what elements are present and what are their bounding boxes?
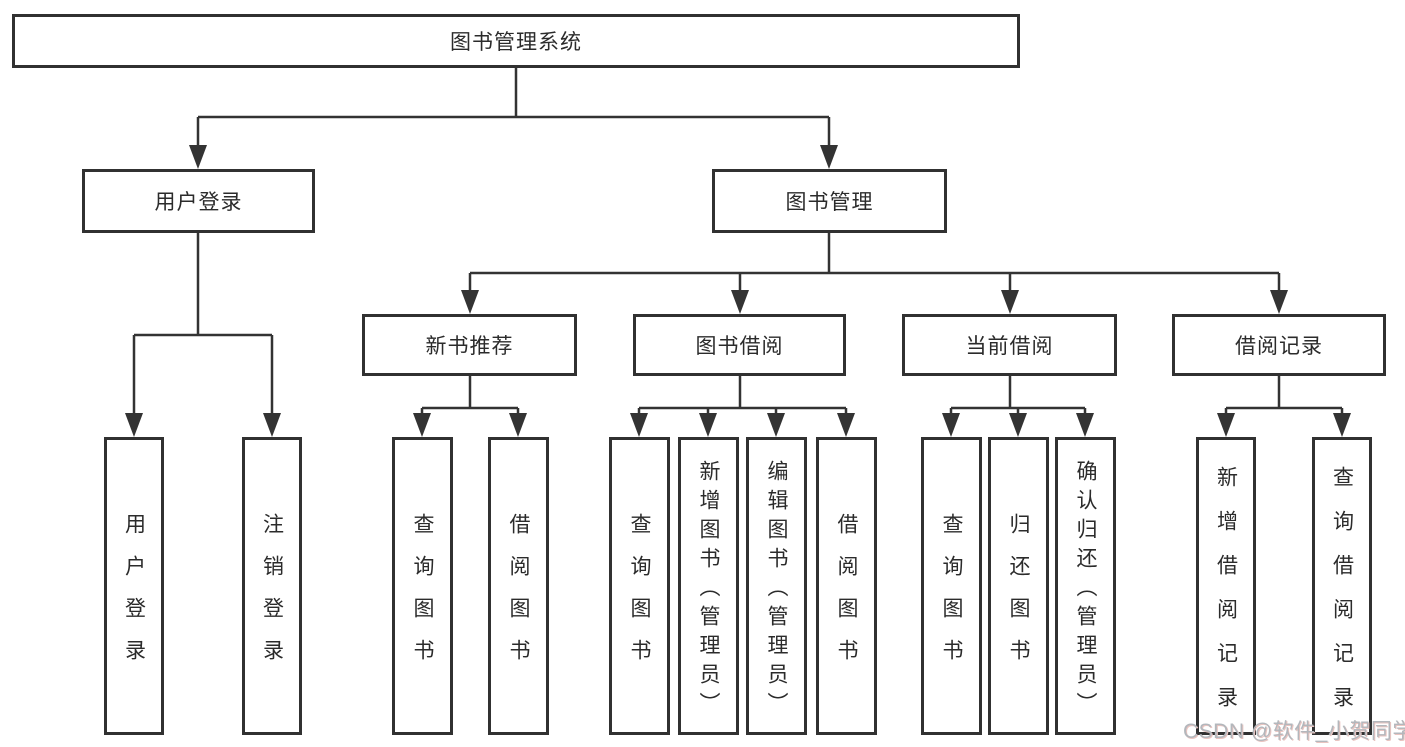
node-label: 查询图书 <box>411 512 434 681</box>
node-label: 查询借阅记录 <box>1330 465 1354 730</box>
node-label: 借阅图书 <box>835 512 858 681</box>
leaf-record-add-record: 新增借阅记录 <box>1196 437 1256 735</box>
node-label: 新增借阅记录 <box>1214 465 1238 730</box>
node-label: 注销登录 <box>260 512 284 681</box>
node-label: 编辑图书（管理员） <box>765 459 788 721</box>
node-label: 借阅记录 <box>1235 335 1323 358</box>
leaf-borrow-add-book-admin: 新增图书（管理员） <box>678 437 739 735</box>
node-label: 图书管理系统 <box>450 31 582 54</box>
node-label: 查询图书 <box>940 512 963 681</box>
arrowheads <box>125 145 1351 437</box>
node-label: 查询图书 <box>628 512 651 681</box>
leaf-current-return-book: 归还图书 <box>988 437 1049 735</box>
node-borrow-records: 借阅记录 <box>1172 314 1386 376</box>
node-label: 图书管理 <box>785 191 874 214</box>
leaf-newbook-query-book: 查询图书 <box>392 437 453 735</box>
node-current-borrow: 当前借阅 <box>902 314 1117 376</box>
node-label: 新书推荐 <box>425 335 514 358</box>
node-label: 用户登录 <box>122 512 146 681</box>
node-system-root: 图书管理系统 <box>12 14 1020 68</box>
node-label: 图书借阅 <box>695 335 784 358</box>
node-new-book-recommend: 新书推荐 <box>362 314 577 376</box>
leaf-borrow-borrow-book: 借阅图书 <box>816 437 877 735</box>
leaf-logout: 注销登录 <box>242 437 302 735</box>
leaf-current-confirm-return-admin: 确认归还（管理员） <box>1055 437 1116 735</box>
node-label: 借阅图书 <box>507 512 530 681</box>
node-book-management: 图书管理 <box>712 169 947 233</box>
node-book-borrow: 图书借阅 <box>633 314 846 376</box>
leaf-borrow-query-book: 查询图书 <box>609 437 670 735</box>
leaf-user-login: 用户登录 <box>104 437 164 735</box>
leaf-record-query-record: 查询借阅记录 <box>1312 437 1372 735</box>
leaf-current-query-book: 查询图书 <box>921 437 982 735</box>
csdn-watermark: CSDN @软件_小贺同学 <box>1183 720 1405 743</box>
node-label: 确认归还（管理员） <box>1074 459 1097 721</box>
node-label: 归还图书 <box>1007 512 1030 681</box>
node-label: 用户登录 <box>154 191 243 214</box>
leaf-borrow-edit-book-admin: 编辑图书（管理员） <box>746 437 807 735</box>
node-user-login: 用户登录 <box>82 169 315 233</box>
leaf-newbook-borrow-book: 借阅图书 <box>488 437 549 735</box>
node-label: 新增图书（管理员） <box>697 459 720 721</box>
node-label: 当前借阅 <box>965 335 1054 358</box>
